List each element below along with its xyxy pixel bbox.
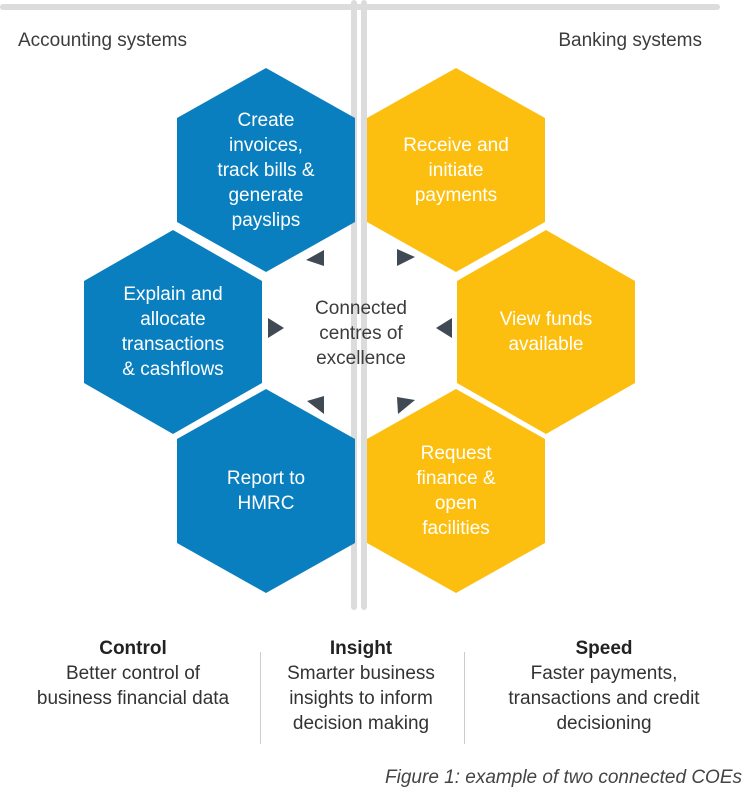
pillar-title: Insight [329, 638, 393, 659]
arrow-icon [268, 318, 284, 338]
pillar-divider [464, 652, 465, 744]
pillar-text: Better control of business financial dat… [36, 663, 230, 709]
arrow-icon [306, 250, 324, 266]
accounting-systems-title: Accounting systems [18, 30, 187, 51]
hex-accounting-report-hmrc [177, 389, 355, 593]
arrow-icon [307, 396, 324, 414]
figure-caption: Figure 1: example of two connected COEs [385, 767, 742, 788]
diagram-canvas [0, 0, 720, 610]
hex-label-report-hmrc: Report to HMRC [226, 468, 306, 514]
pillar-insight: Insight Smarter business insights to inf… [262, 636, 460, 736]
arrow-icon [436, 318, 452, 338]
center-divider-right [361, 0, 367, 610]
hex-label-receive-payments: Receive and initiate payments [403, 134, 509, 206]
hex-accounting-explain-allocate [84, 230, 262, 434]
hex-accounting-create-invoices [177, 68, 355, 272]
arrow-icon [397, 397, 415, 414]
coe-diagram: Accounting systems Banking systems Creat… [0, 0, 720, 610]
banking-systems-title: Banking systems [558, 30, 702, 51]
pillar-text: Faster payments, transactions and credit… [508, 663, 700, 734]
pillar-speed: Speed Faster payments, transactions and … [466, 636, 742, 736]
pillar-text: Smarter business insights to inform deci… [287, 663, 435, 734]
hex-label-request-finance: Request finance & open facilities [416, 443, 496, 539]
pillar-title: Control [99, 638, 167, 659]
hex-banking-receive-payments [367, 68, 545, 272]
pillar-title: Speed [575, 638, 633, 659]
hex-banking-view-funds [457, 230, 635, 434]
pillar-control: Control Better control of business finan… [8, 636, 258, 711]
center-label: Connected centres of excellence [315, 298, 407, 369]
hex-label-view-funds: View funds available [499, 309, 593, 355]
hex-banking-request-finance [367, 389, 545, 593]
pillar-divider [260, 652, 261, 744]
hex-label-explain-allocate: Explain and allocate transactions & cash… [121, 284, 225, 380]
top-divider [0, 4, 720, 10]
hex-label-create-invoices: Create invoices, track bills & generate … [217, 109, 315, 231]
arrow-icon [397, 249, 415, 266]
